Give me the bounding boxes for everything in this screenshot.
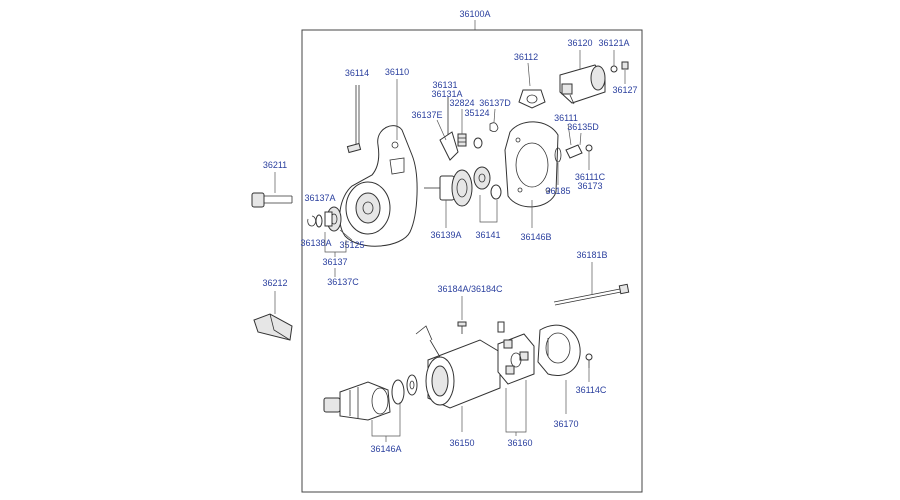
assembly-frame xyxy=(301,20,643,493)
part-35124-washer xyxy=(473,137,483,149)
label-36146B: 36146B xyxy=(520,232,551,242)
label-36211: 36211 xyxy=(263,160,287,170)
label-36137C: 36137C xyxy=(327,277,359,287)
label-36138A: 36138A xyxy=(300,238,331,248)
part-36114-bolt xyxy=(346,85,362,154)
part-36111C-screw xyxy=(585,144,593,152)
label-36181B: 36181B xyxy=(576,250,607,260)
label-36120: 36120 xyxy=(567,38,592,48)
label-36160: 36160 xyxy=(507,438,532,448)
label-35124: 35124 xyxy=(464,108,489,118)
label-36100A: 36100A xyxy=(459,9,490,19)
label-36170: 36170 xyxy=(553,419,578,429)
label-36137D: 36137D xyxy=(479,98,511,108)
label-36131: 36131 xyxy=(432,80,457,90)
label-36121A: 36121A xyxy=(598,38,629,48)
part-36211-mounting-bolt xyxy=(251,192,293,208)
label-36139A: 36139A xyxy=(430,230,461,240)
part-36111-plate xyxy=(565,144,583,159)
label-36137E: 36137E xyxy=(411,110,442,120)
label-36111: 36111 xyxy=(554,113,578,123)
part-36185-ring xyxy=(554,147,562,163)
part-36160-brush-holder xyxy=(497,321,535,385)
label-36110: 36110 xyxy=(385,67,409,77)
label-36114: 36114 xyxy=(345,68,369,78)
label-35125: 35125 xyxy=(339,240,364,250)
part-36139A-gear-shaft xyxy=(424,169,473,207)
label-36212: 36212 xyxy=(262,278,287,288)
label-36137: 36137 xyxy=(322,257,347,267)
label-36114C: 36114C xyxy=(576,385,607,395)
part-36112-gasket xyxy=(518,89,546,109)
label-36173: 36173 xyxy=(577,181,602,191)
label-36150: 36150 xyxy=(449,438,474,448)
label-36127: 36127 xyxy=(612,85,637,95)
label-36185: 36185 xyxy=(545,186,570,196)
part-35125-pinion xyxy=(324,206,342,232)
part-36170-rear-cover xyxy=(537,324,581,376)
part-36184A-screw xyxy=(457,321,467,334)
part-36120-solenoid xyxy=(559,64,606,105)
part-36131-lever xyxy=(439,97,459,161)
label-36112: 36112 xyxy=(514,52,538,62)
part-32824-spring xyxy=(457,133,467,147)
part-36181B-through-bolt xyxy=(553,283,630,306)
part-36127-nut xyxy=(621,61,629,70)
part-36114C-screw xyxy=(585,353,593,368)
part-36141-planet-gears xyxy=(473,166,502,200)
label-32824: 32824 xyxy=(449,98,474,108)
part-36137A-clip xyxy=(307,215,317,227)
label-36141: 36141 xyxy=(475,230,500,240)
part-36146B-gear-housing xyxy=(504,121,559,208)
part-36121A-washer xyxy=(610,65,618,73)
part-36110-front-housing xyxy=(339,125,418,247)
part-36137D-clip xyxy=(489,122,499,132)
part-36150-yoke xyxy=(415,325,501,409)
label-36184A: 36184A/36184C xyxy=(437,284,503,294)
label-36135D: 36135D xyxy=(567,122,599,132)
part-36138A-ring xyxy=(315,214,323,228)
label-36111C: 36111C xyxy=(575,172,606,182)
part-36146A-drive-assembly xyxy=(323,374,418,421)
label-36146A: 36146A xyxy=(370,444,401,454)
label-36131A: 36131A xyxy=(431,89,462,99)
part-36212-bracket xyxy=(253,313,293,341)
label-36137A: 36137A xyxy=(304,193,335,203)
